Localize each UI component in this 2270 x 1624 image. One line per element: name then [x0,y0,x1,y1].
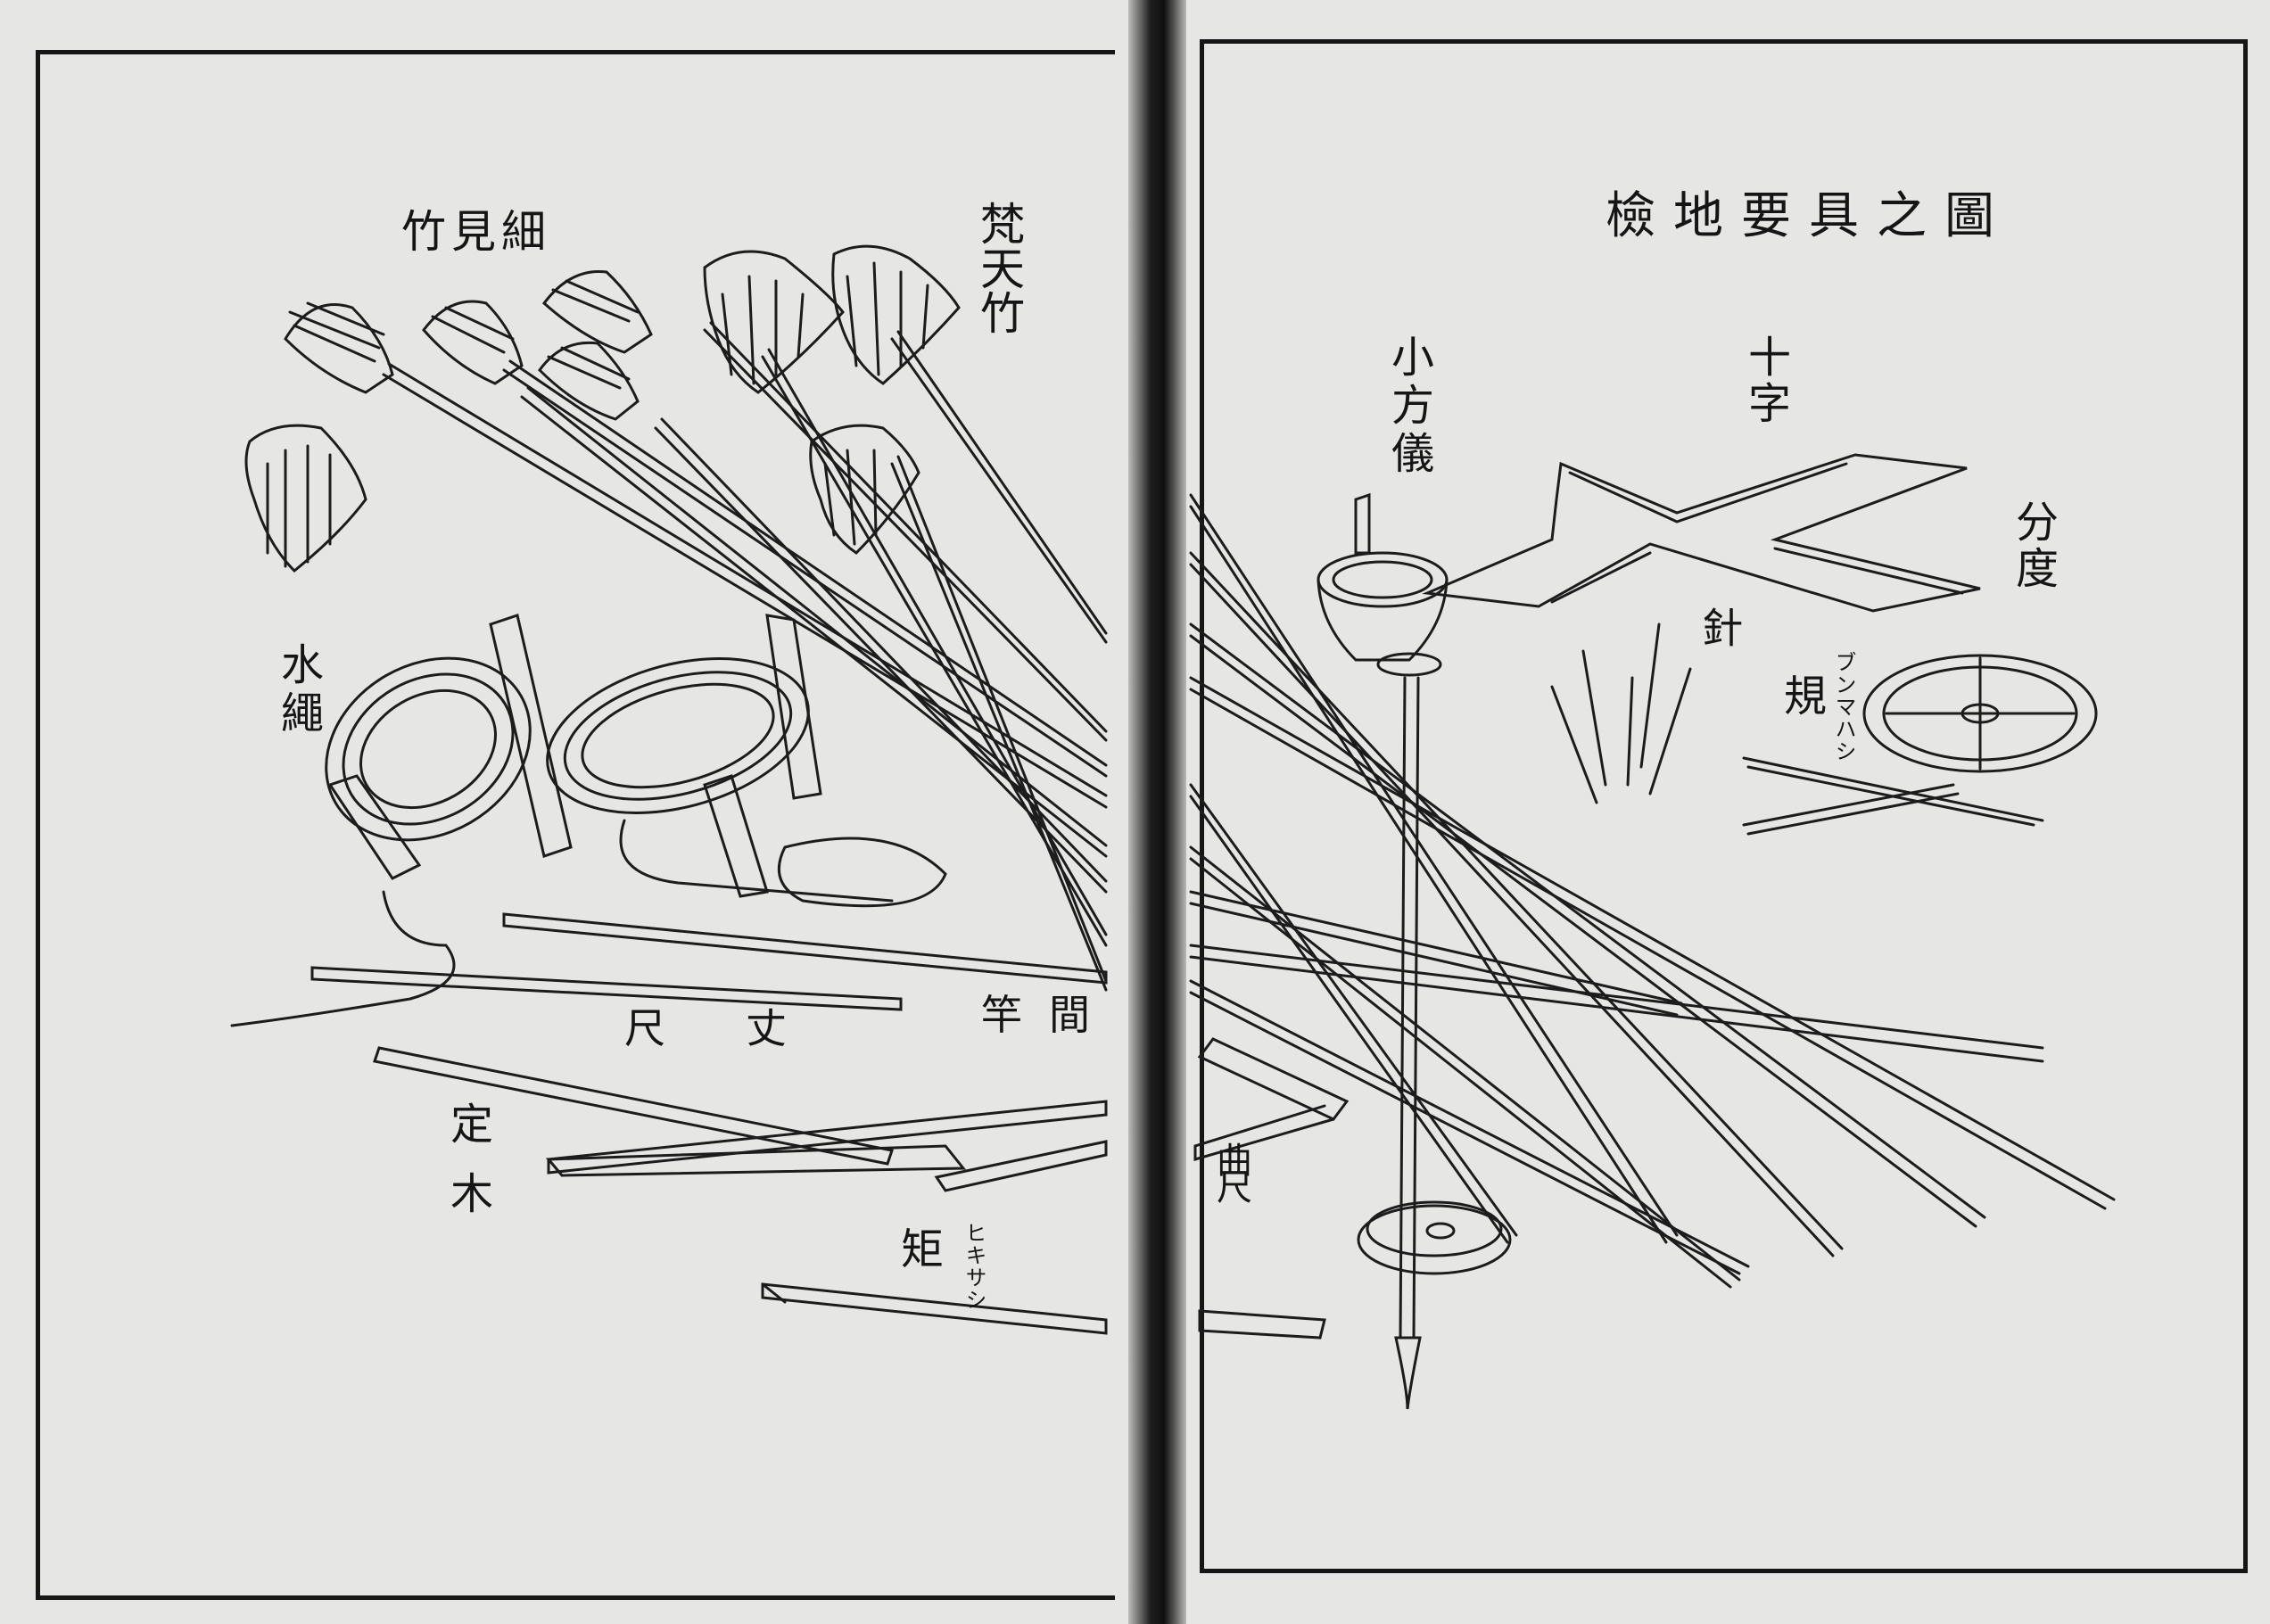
left-page-border [36,50,1115,1600]
label-ki: 規 [1776,673,1826,716]
label-jotsue: 丈尺 [624,1004,867,1052]
measuring-rods-left [310,912,1108,1335]
label-magari-jaku: 曲尺 [1210,1142,1251,1195]
label-kane-furigana: ヒキサシ [962,1222,986,1311]
small-compass-instrument [1317,492,1512,1410]
label-ki-furigana: ブンマハシ [1831,651,1856,763]
carpenter-square [1193,1037,1350,1340]
water-cord-reels [230,614,947,1027]
right-page [1186,0,2270,1624]
book-spine [1128,0,1186,1624]
protractor-ring [1862,654,2098,773]
cross-plates [1422,453,1981,613]
label-juji: 十字 [1740,334,1790,427]
label-kohogi: 小方儀 [1383,334,1433,479]
needles [1550,622,1692,804]
bamboo-poles-left [382,321,1108,992]
label-jogi: 定木 [442,1101,492,1241]
label-ken-zao: 間竿 [981,991,1117,1039]
tassel-brushes [244,244,961,573]
left-page [0,0,1128,1624]
label-hosomi-bamboo: 細見竹 [401,206,551,258]
label-hari: 針 [1696,606,1744,647]
label-kane: 矩 [893,1226,943,1269]
label-bonten-bamboo: 梵天竹 [973,201,1025,334]
label-water-cord: 水繩 [273,642,323,738]
bamboo-poles-right [1189,493,2116,1289]
label-bundo: 分度 [2008,499,2058,592]
dividers [1742,756,2044,836]
page-title: 檢地要具之圖 [1606,187,2012,245]
right-page-border [1200,39,2248,1573]
